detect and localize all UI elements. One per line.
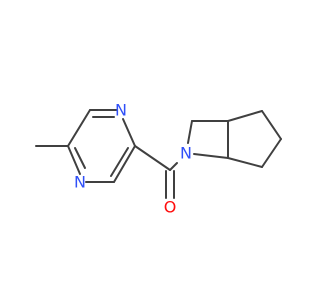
bond-ch-n bbox=[193, 153, 229, 159]
bond-n-ch2 bbox=[187, 120, 193, 144]
bond-ring-c2-c3 bbox=[113, 145, 136, 183]
bond-cp-4 bbox=[227, 157, 263, 168]
atom-label-layer: N N N O bbox=[74, 101, 192, 217]
bond-c2-carbonyl bbox=[134, 145, 171, 171]
bond-cp-1 bbox=[227, 110, 263, 122]
bond-ring-n4-c5 bbox=[67, 145, 81, 175]
atom-label-n-pyrazine-bottom: N bbox=[74, 173, 86, 192]
bond-ring-c5-c6 bbox=[67, 109, 91, 147]
bond-carbonyl-n bbox=[169, 162, 178, 171]
atom-label-n-pyrazine-top: N bbox=[115, 101, 127, 120]
bond-ring-n4-c5-inner bbox=[74, 147, 86, 169]
atom-label-o-carbonyl: O bbox=[164, 198, 177, 217]
atom-label-n-amide: N bbox=[180, 144, 192, 163]
bond-cp-2 bbox=[261, 110, 282, 140]
bond-ring-c2-c3-inner bbox=[110, 147, 129, 177]
bond-cp-3 bbox=[261, 138, 282, 168]
molecule-diagram: N N N O bbox=[35, 101, 282, 217]
bond-ring-n1-c2 bbox=[122, 118, 136, 147]
bond-layer bbox=[35, 109, 282, 199]
